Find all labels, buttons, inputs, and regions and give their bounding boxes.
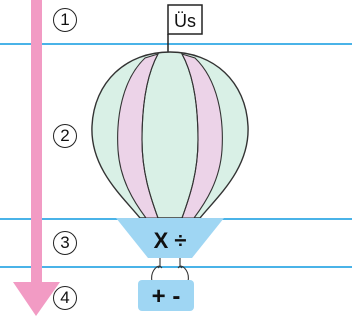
order-arrow-shaft (31, 0, 42, 284)
basket-upper-label: X ÷ (154, 228, 187, 253)
basket-ropes (152, 258, 189, 282)
balloon (92, 52, 248, 218)
layer-number-3: 3 (53, 231, 77, 255)
basket-lower-label: + - (152, 283, 181, 310)
layer-number-4: 4 (53, 286, 77, 310)
flag-label: Üs (174, 11, 196, 31)
layer-number-1: 1 (53, 8, 77, 32)
layer-number-2: 2 (53, 124, 77, 148)
